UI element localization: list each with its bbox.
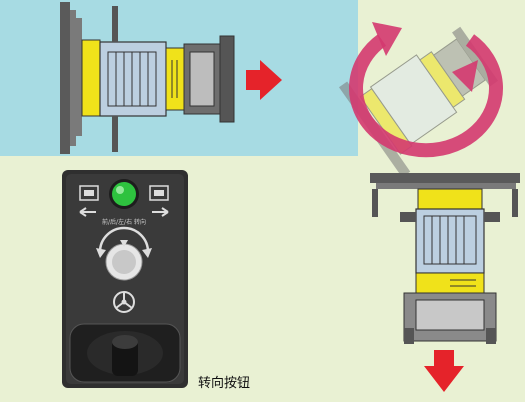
arrow-right-icon — [246, 60, 282, 100]
arrow-down-icon — [424, 350, 464, 392]
button-label: 前/后/左/右 转向 — [102, 218, 146, 226]
joystick[interactable] — [69, 323, 181, 383]
steering-wheel-icon — [113, 291, 135, 313]
machine-facing-right — [60, 2, 235, 154]
control-panel — [62, 170, 188, 388]
rotation-arrow-icon — [349, 34, 503, 158]
machine-facing-down — [370, 173, 520, 344]
steer-right-icon — [149, 185, 169, 217]
steer-left-icon — [79, 185, 99, 217]
caption: 转向按钮 — [198, 376, 251, 391]
steering-knob[interactable] — [96, 226, 152, 281]
